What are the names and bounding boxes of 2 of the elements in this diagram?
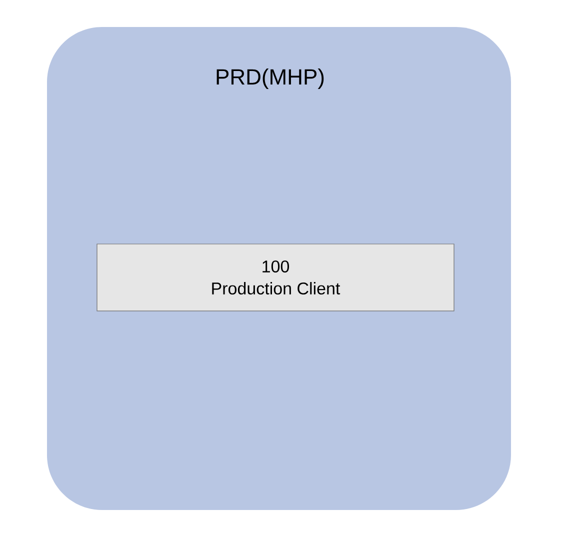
client-box: 100 Production Client	[96, 244, 454, 312]
container-title: PRD(MHP)	[216, 68, 324, 89]
